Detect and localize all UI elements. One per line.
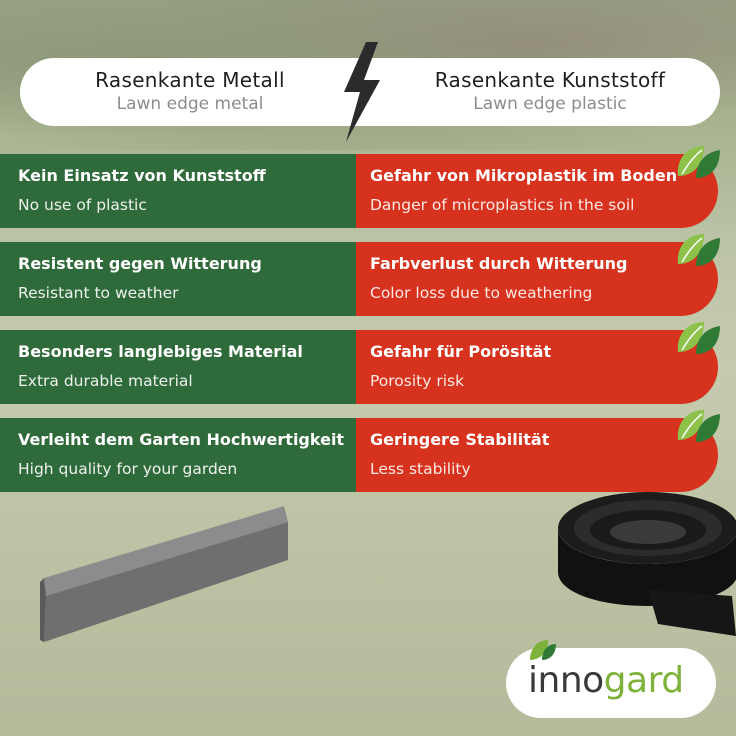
metal-pro-cell: Kein Einsatz von Kunststoff No use of pl… bbox=[0, 154, 356, 228]
header-metal: Rasenkante Metall Lawn edge metal bbox=[20, 68, 360, 114]
header-plastic-subtitle: Lawn edge plastic bbox=[473, 94, 627, 114]
lightning-bolt-icon bbox=[344, 42, 380, 142]
leaf-icon bbox=[677, 322, 720, 354]
metal-pro-title: Besonders langlebiges Material bbox=[18, 342, 303, 361]
plastic-lawn-edge-roll-image bbox=[558, 492, 736, 636]
plastic-con-title: Gefahr von Mikroplastik im Boden bbox=[370, 166, 678, 185]
plastic-con-title: Geringere Stabilität bbox=[370, 430, 550, 449]
metal-pro-cell: Besonders langlebiges Material Extra dur… bbox=[0, 330, 356, 404]
metal-pro-subtitle: High quality for your garden bbox=[18, 460, 238, 478]
plastic-con-cell: Gefahr von Mikroplastik im Boden Danger … bbox=[356, 154, 718, 228]
logo-leaf-icon bbox=[530, 640, 556, 660]
plastic-con-subtitle: Danger of microplastics in the soil bbox=[370, 196, 635, 214]
leaf-icon bbox=[677, 146, 720, 178]
plastic-con-cell: Geringere Stabilität Less stability bbox=[356, 418, 718, 492]
plastic-con-title: Gefahr für Porösität bbox=[370, 342, 552, 361]
header-metal-title: Rasenkante Metall bbox=[95, 68, 285, 92]
metal-lawn-edge-image bbox=[40, 506, 288, 642]
comparison-header: Rasenkante Metall Lawn edge metal Rasenk… bbox=[20, 58, 720, 126]
plastic-con-subtitle: Color loss due to weathering bbox=[370, 284, 593, 302]
leaf-icon bbox=[677, 234, 720, 266]
metal-pro-title: Resistent gegen Witterung bbox=[18, 254, 262, 273]
metal-pro-title: Kein Einsatz von Kunststoff bbox=[18, 166, 266, 185]
innogard-logo: innogard bbox=[506, 640, 716, 718]
header-plastic: Rasenkante Kunststoff Lawn edge plastic bbox=[380, 68, 720, 114]
plastic-con-subtitle: Porosity risk bbox=[370, 372, 465, 390]
leaf-icon bbox=[677, 410, 720, 442]
plastic-con-subtitle: Less stability bbox=[370, 460, 471, 478]
plastic-con-cell: Farbverlust durch Witterung Color loss d… bbox=[356, 242, 718, 316]
comparison-row: Verleiht dem Garten Hochwertigkeit High … bbox=[0, 418, 718, 492]
plastic-con-title: Farbverlust durch Witterung bbox=[370, 254, 628, 273]
metal-pro-cell: Verleiht dem Garten Hochwertigkeit High … bbox=[0, 418, 356, 492]
comparison-row: Resistent gegen Witterung Resistant to w… bbox=[0, 242, 718, 316]
header-metal-subtitle: Lawn edge metal bbox=[116, 94, 264, 114]
logo-part-inno: inno bbox=[528, 660, 604, 701]
metal-pro-subtitle: Extra durable material bbox=[18, 372, 193, 390]
metal-pro-title: Verleiht dem Garten Hochwertigkeit bbox=[18, 430, 345, 449]
plastic-con-cell: Gefahr für Porösität Porosity risk bbox=[356, 330, 718, 404]
metal-pro-subtitle: Resistant to weather bbox=[18, 284, 179, 302]
metal-pro-subtitle: No use of plastic bbox=[18, 196, 147, 214]
logo-wordmark: innogard bbox=[528, 660, 684, 701]
header-plastic-title: Rasenkante Kunststoff bbox=[434, 68, 666, 92]
comparison-row: Besonders langlebiges Material Extra dur… bbox=[0, 330, 718, 404]
logo-part-gard: gard bbox=[603, 660, 684, 701]
comparison-row: Kein Einsatz von Kunststoff No use of pl… bbox=[0, 154, 718, 228]
metal-pro-cell: Resistent gegen Witterung Resistant to w… bbox=[0, 242, 356, 316]
